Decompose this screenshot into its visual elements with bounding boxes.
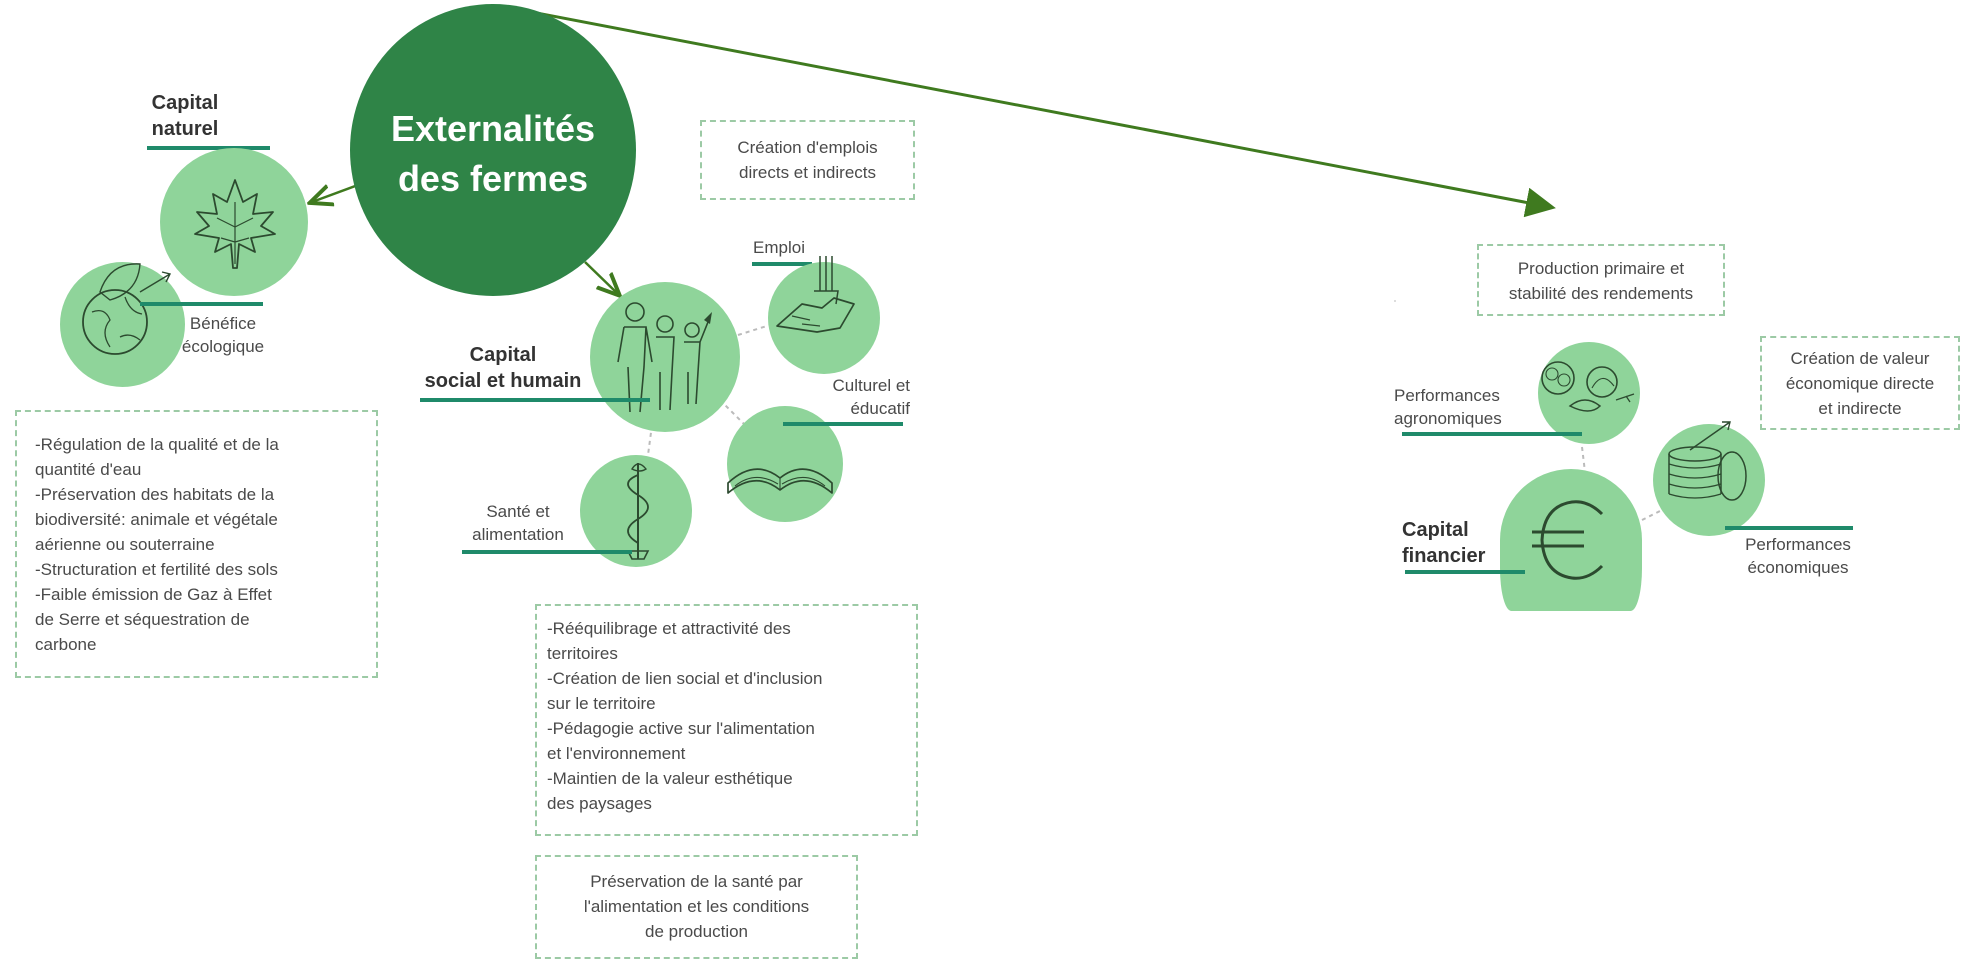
euro-icon	[1532, 500, 1604, 580]
agro-label: Performances agronomiques	[1394, 386, 1502, 428]
sante-underline	[462, 550, 632, 554]
benefice-ecologique-label: Bénéfice écologique	[181, 314, 265, 356]
earth-leaf-icon	[82, 263, 172, 355]
caduceus-circle	[580, 455, 692, 567]
culturel-underline	[783, 422, 903, 426]
capital-naturel-label: Capital naturel	[151, 92, 219, 140]
sante-box: Préservation de la santé par l'alimentat…	[535, 855, 858, 959]
capital-naturel-underline	[147, 146, 270, 150]
production-box: Production primaire et stabilité des ren…	[1477, 244, 1725, 316]
agro-underline	[1402, 432, 1582, 436]
eco-underline	[1725, 526, 1853, 530]
capital-social-underline	[420, 398, 650, 402]
benefice-underline	[140, 302, 263, 306]
culturel-label: Culturel et éducatif	[832, 376, 910, 418]
maple-leaf-icon	[194, 179, 276, 269]
sante-label: Santé et alimentation	[472, 502, 564, 544]
arrow-to-social	[584, 261, 618, 294]
capital-social-label: Capital social et humain	[424, 344, 582, 392]
social-details-box: -Rééquilibrage et attractivité des terri…	[535, 604, 918, 836]
title-circle	[350, 4, 636, 296]
emploi-underline	[752, 262, 812, 266]
diagram-title: Externalités des fermes	[350, 104, 636, 204]
earth-circle	[60, 262, 185, 387]
handshake-icon	[776, 256, 855, 333]
valeur-box: Création de valeur économique directe et…	[1760, 336, 1960, 430]
naturel-details-box: -Régulation de la qualité et de la quant…	[15, 410, 378, 678]
vegetables-icon	[1541, 361, 1635, 412]
eco-label: Performances économiques	[1745, 535, 1851, 577]
capital-financier-label: Capital financier	[1402, 519, 1486, 567]
long-arrow	[499, 4, 1556, 218]
caduceus-icon	[626, 463, 650, 560]
capital-financier-underline	[1405, 570, 1525, 574]
title-line1: Externalités	[390, 108, 596, 149]
euro-circle	[1500, 469, 1642, 611]
leaf-circle	[160, 148, 308, 296]
open-book-icon	[727, 468, 833, 494]
title-line2: des fermes	[397, 158, 589, 199]
people-circle	[590, 282, 740, 432]
people-icon	[617, 302, 712, 413]
emploi-label: Emploi	[753, 238, 805, 257]
emploi-box: Création d'emplois directs et indirects	[700, 120, 915, 200]
coins-icon	[1668, 421, 1747, 501]
